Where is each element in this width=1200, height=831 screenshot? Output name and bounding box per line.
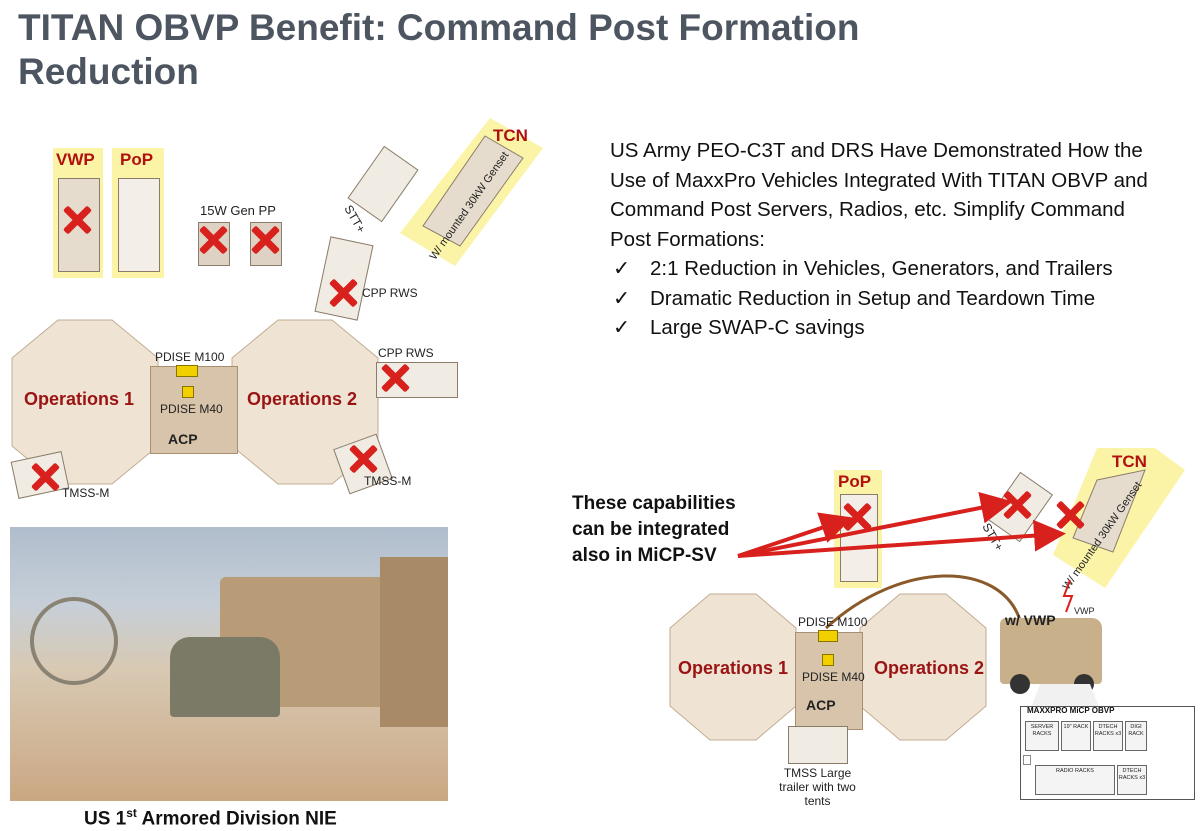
micp-layout-panel: MAXXPRO MiCP OBVP SERVER RACKS 19" RACK … bbox=[1020, 706, 1195, 800]
vehicle-wheel bbox=[1010, 674, 1030, 694]
wvwp-label: w/ VWP bbox=[1005, 612, 1056, 628]
rack-dtech-1: DTECH RACKS x3 bbox=[1093, 721, 1123, 751]
pdise-m40-label: PDISE M40 bbox=[802, 670, 865, 684]
pdise-m40-unit bbox=[822, 654, 834, 666]
ops1-label: Operations 1 bbox=[678, 658, 788, 679]
rack-19: 19" RACK bbox=[1061, 721, 1091, 751]
pdise-m100-label: PDISE M100 bbox=[798, 615, 867, 629]
vwp-label: VWP bbox=[1074, 606, 1095, 616]
panel-divider bbox=[1023, 755, 1031, 765]
rack-server: SERVER RACKS bbox=[1025, 721, 1059, 751]
ops2-label: Operations 2 bbox=[874, 658, 984, 679]
rack-dtech-2: DTECH RACKS x3 bbox=[1117, 765, 1147, 795]
tmss-trailer bbox=[788, 726, 848, 764]
pdise-m100-unit bbox=[818, 630, 838, 642]
rack-radio: RADIO RACKS bbox=[1035, 765, 1115, 795]
tmss-label: TMSS Large trailer with two tents bbox=[770, 766, 865, 808]
rack-digi: DIGI RACK bbox=[1125, 721, 1147, 751]
acp-label: ACP bbox=[806, 697, 836, 713]
panel-title: MAXXPRO MiCP OBVP bbox=[1027, 706, 1114, 715]
